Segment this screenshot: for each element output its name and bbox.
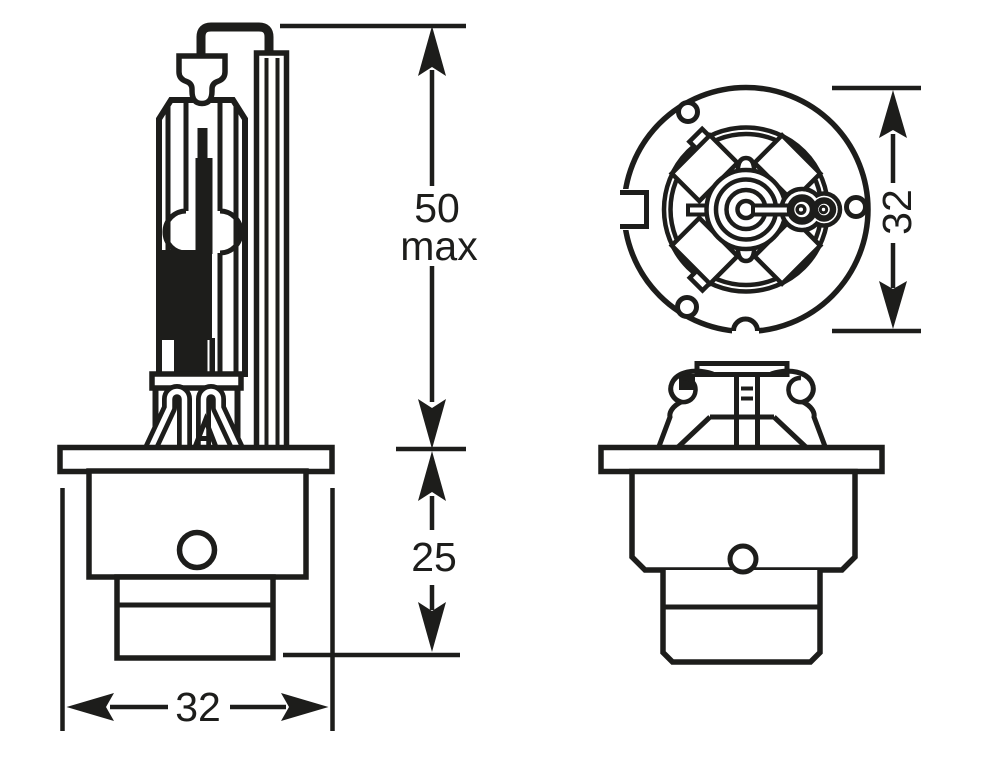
contact-arch-right-core bbox=[200, 388, 242, 454]
terminal-dot-left bbox=[795, 203, 807, 216]
clip-ear-right bbox=[770, 368, 829, 450]
rim-hole-right bbox=[844, 195, 868, 219]
clip-ear-left bbox=[655, 368, 714, 450]
locating-hole bbox=[176, 529, 218, 571]
arrowhead-left bbox=[66, 693, 114, 721]
dimension-flange-diameter: 32 bbox=[832, 85, 921, 334]
rim-notch-bottom bbox=[731, 316, 760, 332]
clip-crossbar bbox=[741, 386, 753, 401]
arrowhead-down bbox=[879, 281, 907, 329]
base-side-view bbox=[598, 361, 885, 665]
terminal-dot-right bbox=[818, 204, 829, 215]
flange-width-value: 32 bbox=[175, 684, 221, 730]
dimension-base-length: 25 bbox=[283, 451, 460, 658]
arc-chamber-bulge-right bbox=[219, 208, 244, 256]
arrowhead-up bbox=[418, 451, 446, 501]
rim-hole-top bbox=[676, 100, 700, 124]
clip-center-bars bbox=[734, 374, 760, 449]
rim-notch-bottom-mask bbox=[732, 322, 759, 336]
electrode-rod-upper bbox=[197, 128, 208, 162]
exhaust-tip bbox=[176, 53, 228, 107]
support-wire bbox=[196, 22, 274, 57]
bulb-side-view bbox=[57, 22, 335, 661]
locating-hole bbox=[727, 543, 759, 575]
clip-leg-left bbox=[674, 415, 712, 451]
rim-notch-left-mask bbox=[610, 189, 648, 230]
clip-ear-left-curl bbox=[680, 375, 698, 405]
base-flange bbox=[57, 444, 335, 475]
base-length-value: 25 bbox=[411, 534, 457, 580]
base-body bbox=[629, 468, 858, 573]
electrode-rod bbox=[195, 158, 213, 254]
arrowhead-up bbox=[418, 26, 446, 76]
overall-length-value: 50 bbox=[414, 185, 460, 231]
arrowhead-down bbox=[418, 602, 446, 652]
arc-tube-sliver bbox=[209, 338, 215, 376]
arrowhead-right bbox=[281, 693, 329, 721]
dimension-flange-width: 32 bbox=[60, 488, 335, 731]
base-flange bbox=[598, 444, 885, 475]
clip-leg-right bbox=[772, 415, 810, 451]
bulb-rear-view bbox=[610, 84, 871, 336]
arrowhead-up bbox=[879, 90, 907, 138]
return-wire-bore bbox=[264, 58, 280, 449]
contact-arch-left-core bbox=[146, 388, 188, 454]
dimension-overall-length: 50 max bbox=[280, 23, 478, 452]
overall-length-qualifier: max bbox=[400, 223, 478, 269]
contact-frame bbox=[191, 413, 220, 452]
return-wire-tube bbox=[253, 50, 290, 452]
base-plug bbox=[114, 574, 276, 661]
arrowhead-down bbox=[418, 399, 446, 449]
clip-ear-right-curl bbox=[786, 375, 804, 405]
arc-tube-lower-mass bbox=[161, 250, 212, 376]
rim-hole-bottom bbox=[675, 295, 699, 319]
rim-notch-left bbox=[620, 190, 649, 229]
flange-diameter-value: 32 bbox=[874, 189, 920, 235]
seal-cup-rim bbox=[149, 371, 244, 391]
base-plug bbox=[660, 570, 823, 665]
